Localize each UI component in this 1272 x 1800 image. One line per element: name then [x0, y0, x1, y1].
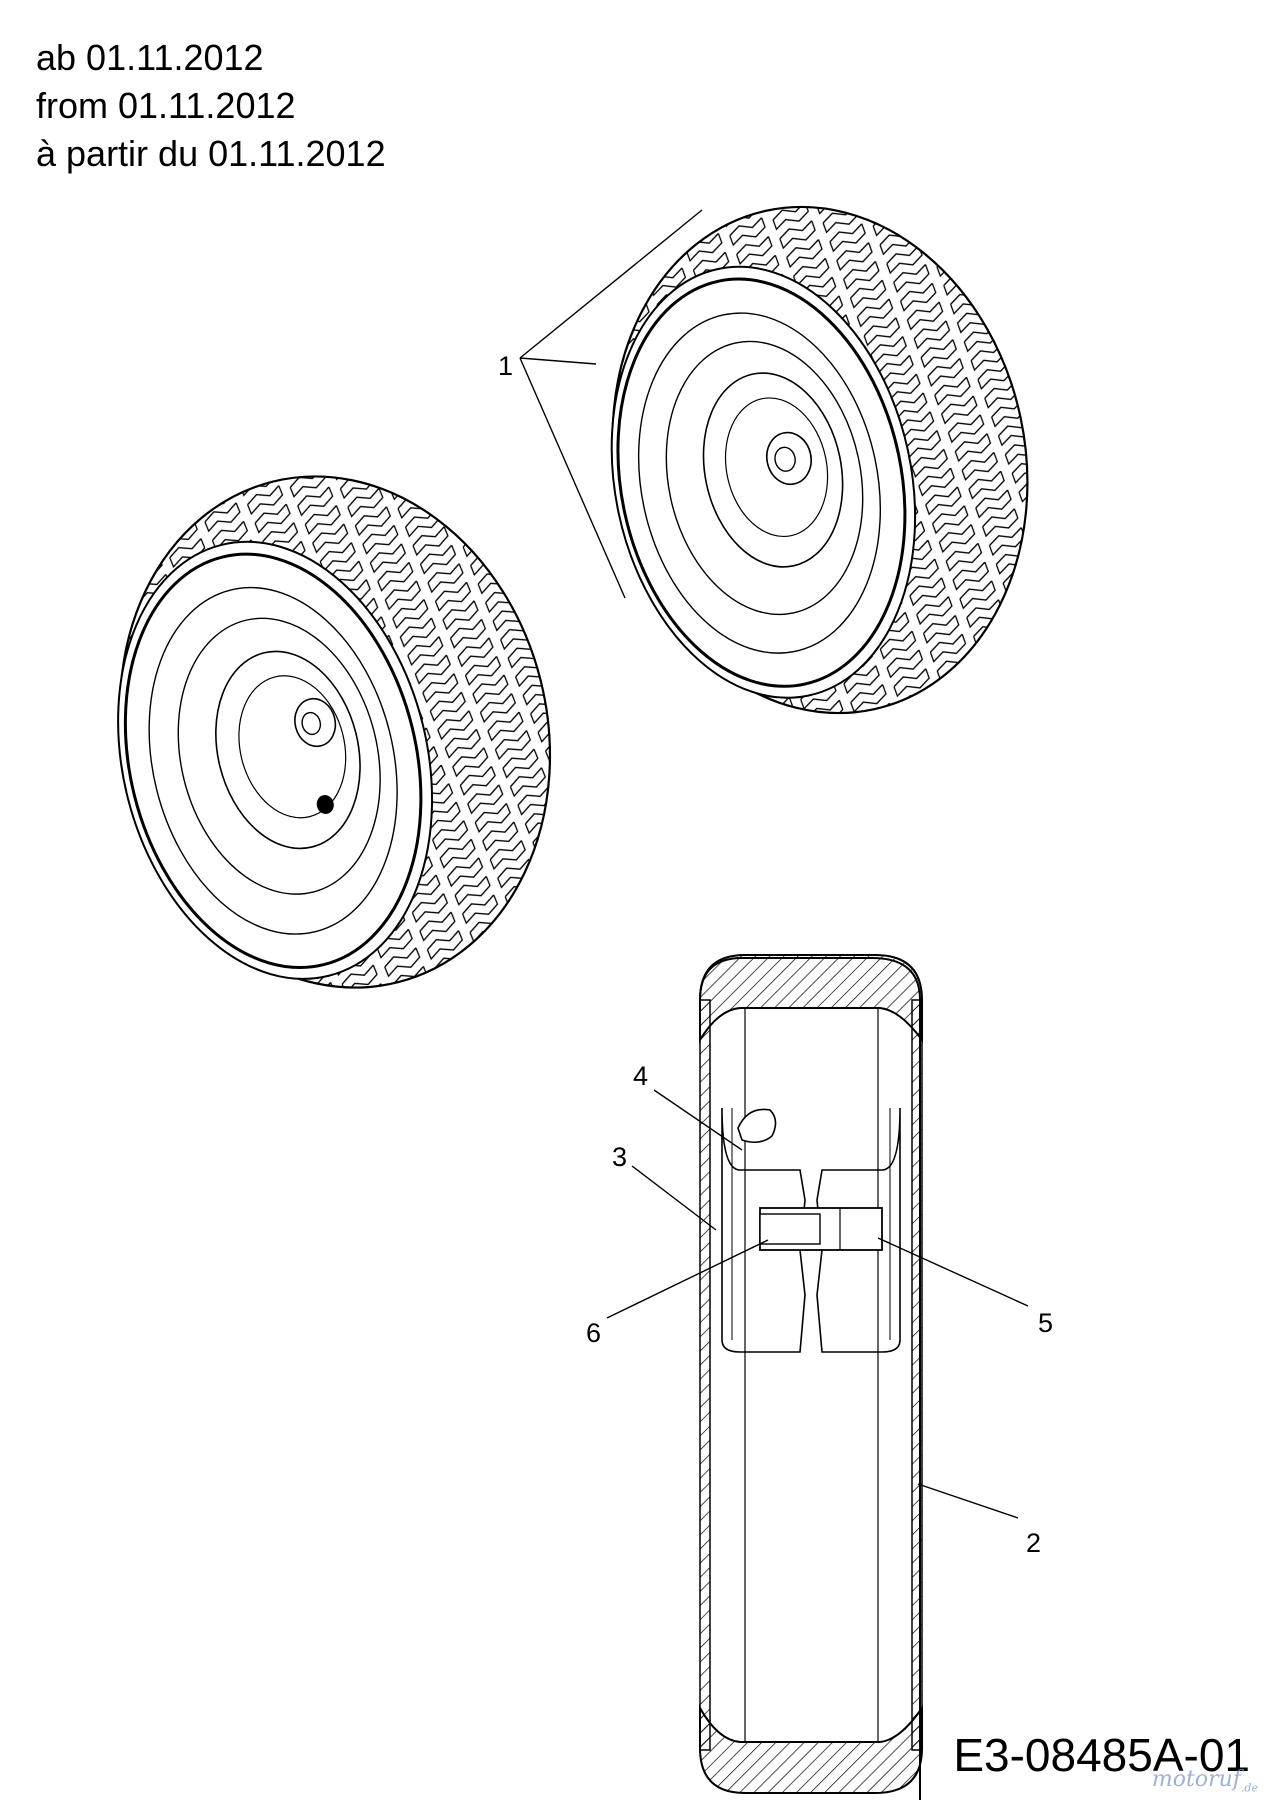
drawing-code: E3-08485A-01 [953, 1729, 1250, 1781]
rim-outer [148, 586, 398, 935]
tire-right-wall [911, 999, 923, 1751]
rim-outer [637, 312, 882, 654]
callout-3-group [631, 1165, 717, 1231]
rim-dish [724, 397, 829, 538]
callout-1: 1 [498, 351, 513, 381]
wheel-lower-left [117, 475, 552, 989]
callout-3: 3 [612, 1142, 627, 1172]
wheel-upper-right [610, 205, 1029, 715]
watermark-brand: motoruf [1151, 1766, 1241, 1792]
tire-bead-line [123, 552, 423, 970]
watermark-suffix: .de [1240, 1781, 1258, 1794]
wheel-cross-section [699, 954, 923, 1800]
valve-stem [316, 795, 334, 814]
hub-bore [774, 446, 796, 472]
callout-4: 4 [633, 1061, 648, 1091]
callout-5: 5 [1038, 1308, 1053, 1338]
callout-6: 6 [586, 1318, 601, 1348]
callout-2: 2 [1026, 1528, 1041, 1558]
validity-date-english: from 01.11.2012 [36, 85, 296, 126]
callout-5-group [877, 1237, 1029, 1307]
rim-ring [665, 340, 864, 616]
tire-bottom-hatch [699, 1704, 923, 1794]
callout-6-group [606, 1239, 769, 1319]
tire-top-band [699, 954, 923, 1044]
callout-1-group [519, 209, 703, 599]
watermark-logo: motoruf.de [1152, 1767, 1258, 1794]
callout-2-group [917, 1483, 1019, 1519]
validity-date-german: ab 01.11.2012 [36, 37, 264, 78]
tire-left-wall [699, 999, 711, 1751]
callout-4-group [653, 1089, 743, 1151]
tire-bead-line [616, 277, 907, 688]
hub-spacer [759, 1213, 821, 1245]
validity-date-french: à partir du 01.11.2012 [36, 133, 386, 174]
valve-section [737, 1108, 777, 1144]
rim-dish [238, 675, 347, 819]
tire-section-outer [699, 957, 921, 1800]
rim-ring [177, 617, 381, 895]
hub-bore [301, 711, 322, 736]
